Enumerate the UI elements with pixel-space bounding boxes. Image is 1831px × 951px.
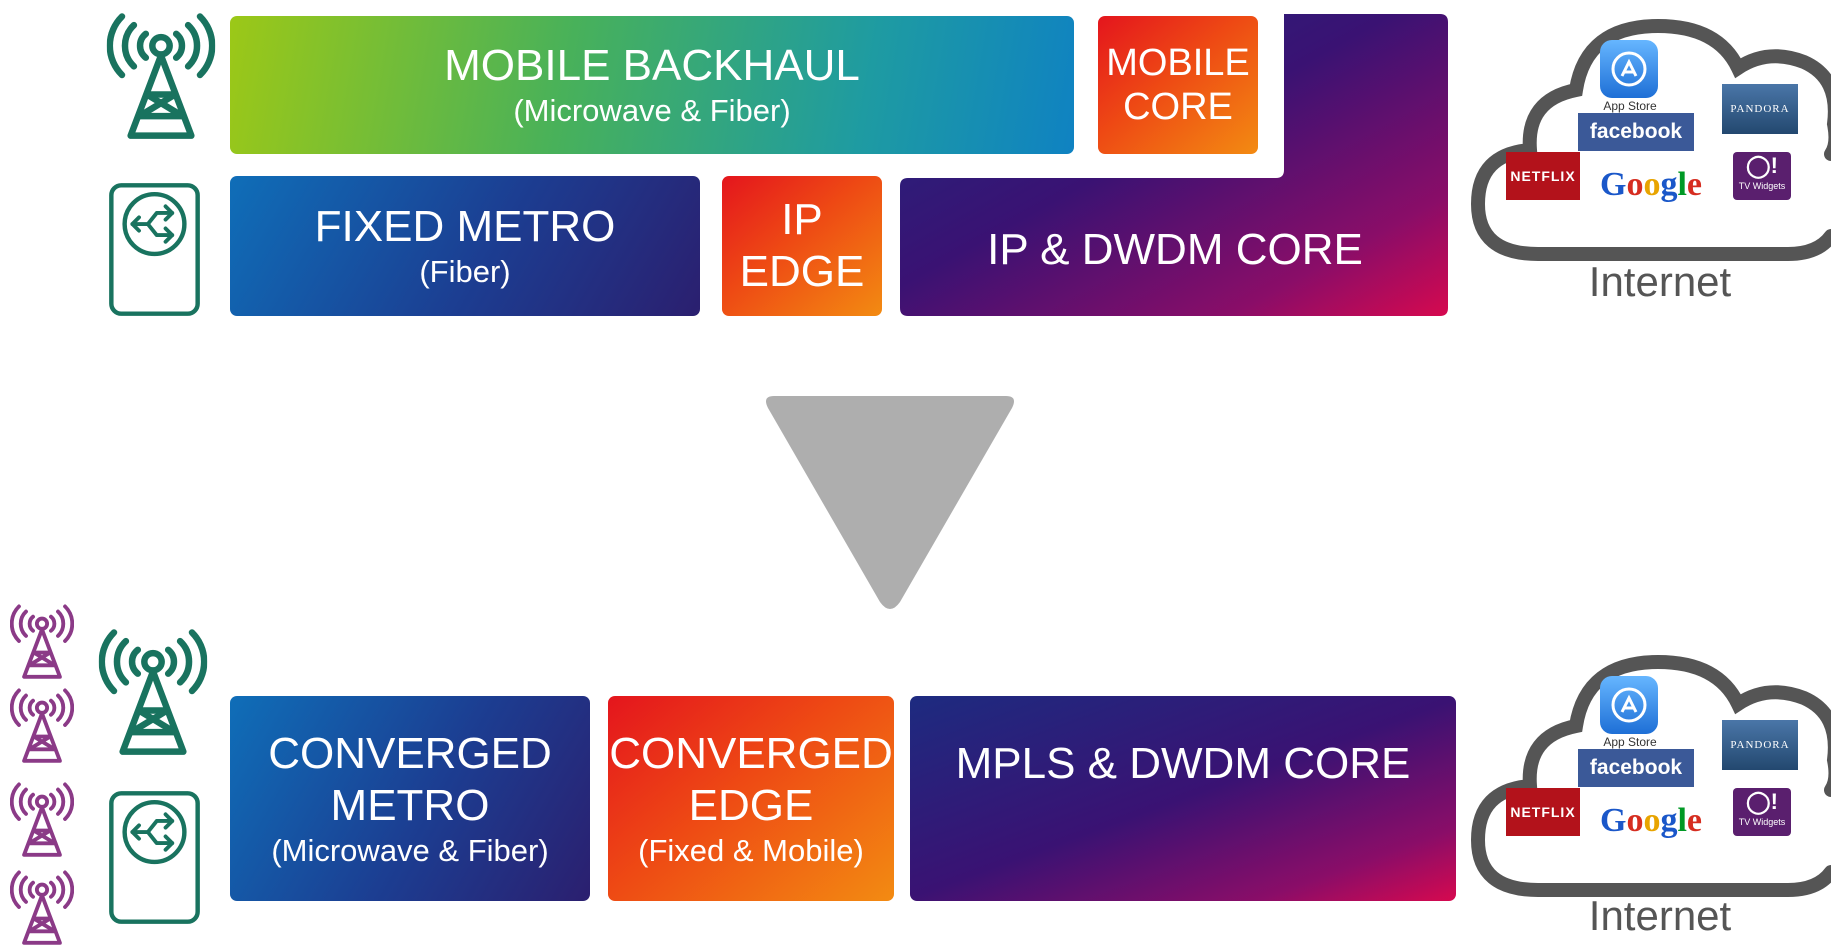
yahoo-tv-mark: ◯! — [1746, 153, 1778, 178]
yahoo-tv-caption: TV Widgets — [1738, 817, 1786, 827]
fixed-metro-title: FIXED METRO — [314, 202, 616, 251]
ip-dwdm-core-label: IP & DWDM CORE — [930, 190, 1420, 310]
mobile-core-line2: CORE — [1123, 86, 1233, 128]
internet-cloud-top — [1468, 4, 1831, 266]
small-cell-tower-icon-2 — [10, 684, 74, 766]
pandora-logo: PANDORA — [1722, 84, 1798, 134]
converged-edge-line2: EDGE — [688, 780, 814, 830]
ip-dwdm-core-title: IP & DWDM CORE — [987, 225, 1363, 274]
converged-metro-box: CONVERGED METRO (Microwave & Fiber) — [230, 696, 590, 901]
internet-label-bottom: Internet — [1588, 892, 1732, 939]
small-cell-tower-icon-4 — [10, 866, 74, 948]
internet-cloud-bottom — [1468, 640, 1831, 902]
ip-edge-line1: IP — [781, 195, 823, 244]
internet-label-top: Internet — [1588, 258, 1732, 305]
converged-edge-subtitle: (Fixed & Mobile) — [638, 832, 864, 868]
app-store-caption-bottom: App Store — [1603, 735, 1657, 749]
mobile-core-box: MOBILE CORE — [1098, 16, 1258, 154]
converged-metro-line2: METRO — [330, 780, 490, 830]
down-arrow-icon — [766, 396, 1014, 609]
google-logo: Google — [1600, 166, 1702, 203]
netflix-logo-bottom: NETFLIX — [1506, 788, 1580, 836]
converged-metro-line1: CONVERGED — [268, 728, 552, 778]
cloud-icon — [1470, 654, 1831, 897]
app-store-icon — [1611, 51, 1647, 87]
mobile-backhaul-subtitle: (Microwave & Fiber) — [513, 93, 791, 128]
small-cell-tower-icon-3 — [10, 778, 74, 860]
netflix-logo: NETFLIX — [1506, 152, 1580, 200]
ip-dwdm-core-shape — [900, 14, 1448, 316]
yahoo-tv-logo-bottom: ◯! TV Widgets — [1733, 788, 1791, 836]
yahoo-tv-logo: ◯! TV Widgets — [1733, 152, 1791, 200]
app-store-logo — [1600, 40, 1658, 98]
router-icon — [107, 182, 202, 317]
fixed-metro-box: FIXED METRO (Fiber) — [230, 176, 700, 316]
app-store-caption: App Store — [1603, 99, 1657, 113]
facebook-logo: facebook — [1578, 113, 1694, 151]
mpls-dwdm-core-box: MPLS & DWDM CORE — [910, 696, 1456, 901]
cell-tower-icon-bottom — [94, 626, 212, 756]
small-cell-tower-icon-1 — [10, 600, 74, 682]
app-store-logo-bottom — [1600, 676, 1658, 734]
mobile-core-line1: MOBILE — [1106, 42, 1250, 84]
converged-edge-box: CONVERGED EDGE (Fixed & Mobile) — [608, 696, 894, 901]
facebook-logo-bottom: facebook — [1578, 749, 1694, 787]
mpls-dwdm-core-title: MPLS & DWDM CORE — [955, 739, 1411, 788]
cell-tower-icon — [102, 10, 220, 140]
google-logo-bottom: Google — [1600, 802, 1702, 839]
pandora-logo-bottom: PANDORA — [1722, 720, 1798, 770]
ip-edge-box: IP EDGE — [722, 176, 882, 316]
app-store-icon — [1611, 687, 1647, 723]
converged-edge-line1: CONVERGED — [609, 728, 893, 778]
mobile-backhaul-box: MOBILE BACKHAUL (Microwave & Fiber) — [230, 16, 1074, 154]
fixed-metro-subtitle: (Fiber) — [419, 254, 511, 289]
router-icon-bottom — [107, 790, 202, 925]
ip-edge-line2: EDGE — [739, 247, 865, 296]
converged-metro-subtitle: (Microwave & Fiber) — [271, 832, 549, 868]
mobile-backhaul-title: MOBILE BACKHAUL — [444, 41, 860, 90]
cloud-icon — [1470, 18, 1831, 261]
yahoo-tv-caption: TV Widgets — [1738, 181, 1786, 191]
yahoo-tv-mark: ◯! — [1746, 789, 1778, 814]
